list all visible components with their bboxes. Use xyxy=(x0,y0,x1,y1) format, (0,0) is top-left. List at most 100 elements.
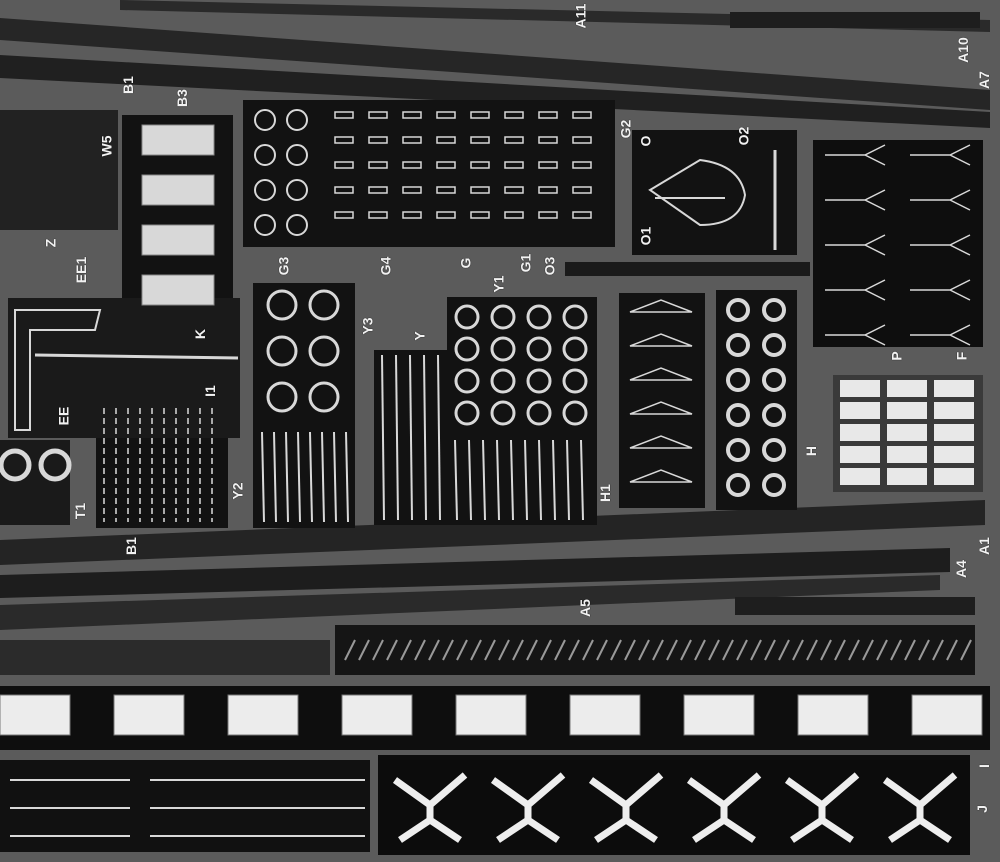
part-pf xyxy=(825,144,886,166)
part-y3-bar xyxy=(321,431,325,523)
part-j xyxy=(882,772,958,843)
label-f: F xyxy=(953,351,970,361)
label-y: Y xyxy=(411,331,428,341)
part-g xyxy=(470,136,490,144)
part-y1-bar xyxy=(496,439,500,521)
label-b1-top: B1 xyxy=(119,76,136,94)
part-g xyxy=(402,161,422,169)
part-g xyxy=(334,211,354,219)
part-chevron xyxy=(470,639,482,661)
part-chevron xyxy=(792,639,804,661)
part-y1-bar xyxy=(566,439,570,521)
part-pf xyxy=(910,144,971,166)
part-g xyxy=(470,211,490,219)
part-g xyxy=(368,211,388,219)
part-chevron xyxy=(526,639,538,661)
part-y1 xyxy=(526,304,552,330)
part-g xyxy=(572,161,592,169)
part-chevron xyxy=(652,639,664,661)
part-chevron xyxy=(554,639,566,661)
part-g3 xyxy=(286,214,308,236)
strip-a1 xyxy=(0,500,985,565)
part-grid-cell xyxy=(887,402,927,419)
part-g xyxy=(572,111,592,119)
part-grid-cell xyxy=(887,446,927,463)
panel-y3 xyxy=(253,283,355,528)
part-chevron xyxy=(680,639,692,661)
label-z: Z xyxy=(42,238,59,248)
part-g3 xyxy=(254,179,276,201)
part-grid-cell xyxy=(934,468,974,485)
part-g xyxy=(368,111,388,119)
part-h xyxy=(726,473,750,497)
part-k-cell xyxy=(141,174,215,206)
part-g xyxy=(436,161,456,169)
part-chevron xyxy=(862,639,874,661)
part-y1 xyxy=(454,400,480,426)
part-chevron xyxy=(778,639,790,661)
panel-o xyxy=(632,130,797,255)
label-ee1: EE1 xyxy=(73,256,90,284)
part-chevron xyxy=(918,639,930,661)
part-g xyxy=(368,136,388,144)
part-h xyxy=(762,333,786,357)
part-pf xyxy=(910,279,971,301)
part-g xyxy=(470,111,490,119)
label-p: P xyxy=(888,351,905,361)
part-grid-cell xyxy=(840,468,880,485)
label-h: H xyxy=(803,445,820,457)
part-y1 xyxy=(490,400,516,426)
panel-pf xyxy=(813,140,983,347)
part-g xyxy=(402,186,422,194)
part-chevron xyxy=(386,639,398,661)
part-pf xyxy=(825,189,886,211)
label-b3: B3 xyxy=(173,89,190,107)
part-y1 xyxy=(454,304,480,330)
part-y3-bar xyxy=(333,431,337,523)
part-g xyxy=(436,111,456,119)
part-y3-bar xyxy=(273,431,277,523)
part-grid-cell xyxy=(840,380,880,397)
part-y xyxy=(423,354,427,521)
label-i: I xyxy=(975,764,992,768)
part-grid-cell xyxy=(840,424,880,441)
label-o2: O2 xyxy=(735,126,752,146)
part-g xyxy=(538,211,558,219)
part-chevron xyxy=(904,639,916,661)
part-grid-cell xyxy=(887,468,927,485)
label-a7: A7 xyxy=(975,71,992,89)
part-chevron xyxy=(512,639,524,661)
part-g3 xyxy=(286,179,308,201)
part-chevron xyxy=(736,639,748,661)
panel-ee xyxy=(8,298,240,438)
label-t1: T1 xyxy=(72,502,89,520)
label-k: K xyxy=(192,328,209,340)
part-k-cell xyxy=(141,224,215,256)
part-y3 xyxy=(266,289,298,321)
part-h1 xyxy=(629,367,693,381)
part-g xyxy=(538,136,558,144)
panel-g xyxy=(243,100,615,247)
part-y1-bar xyxy=(454,439,458,521)
part-pf xyxy=(825,279,886,301)
part-y xyxy=(437,354,441,521)
part-y3-bar xyxy=(297,431,301,523)
strip-a4 xyxy=(0,548,950,598)
part-chevron xyxy=(666,639,678,661)
label-a1: A1 xyxy=(975,537,992,555)
part-y1 xyxy=(454,368,480,394)
part-g3 xyxy=(286,144,308,166)
part-bottom-cell xyxy=(341,694,413,736)
part-g xyxy=(504,136,524,144)
label-a10: A10 xyxy=(954,37,971,63)
part-h xyxy=(726,298,750,322)
label-g3: G3 xyxy=(275,256,292,276)
part-chevron xyxy=(624,639,636,661)
part-g3 xyxy=(254,214,276,236)
part-j xyxy=(784,772,860,843)
part-y1 xyxy=(490,368,516,394)
part-ring xyxy=(38,448,72,482)
part-grid-cell xyxy=(840,402,880,419)
label-i1: I1 xyxy=(201,385,218,397)
